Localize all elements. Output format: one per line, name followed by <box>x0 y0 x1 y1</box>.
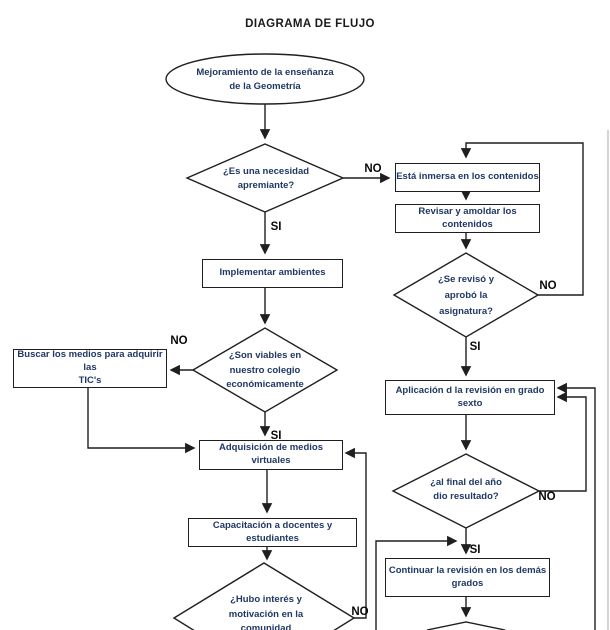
process-adquisicion: Adquisición de medios virtuales <box>199 440 343 470</box>
diagram-title: DIAGRAMA DE FLUJO <box>245 18 375 30</box>
decision-hubo-interes-text: ¿Hubo interés y motivación en la comunid… <box>228 593 304 630</box>
process-revisar-text: Revisar y amoldar los contenidos <box>418 205 517 230</box>
bottom-diamond-partial <box>426 621 506 630</box>
label-se-reviso-no: NO <box>539 280 557 292</box>
process-capacitacion-text: Capacitación a docentes y estudiantes <box>212 519 333 544</box>
decision-al-final-text: ¿al final del año dio resultado? <box>430 477 502 502</box>
label-hubo-interes-no: NO <box>351 606 369 618</box>
decision-se-reviso-text: ¿Se revisó y aprobó la asignatura? <box>438 273 494 318</box>
label-necesidad-no: NO <box>364 163 382 175</box>
label-al-final-si: SI <box>469 544 481 556</box>
process-buscar-text: Buscar los medios para adquirir las TIC'… <box>17 349 163 386</box>
edge-al-final-no-loop <box>539 391 587 492</box>
process-esta-inmersa: Está inmersa en los contenidos <box>395 163 540 192</box>
process-adquisicion-text: Adquisición de medios virtuales <box>219 442 323 466</box>
process-esta-inmersa-text: Está inmersa en los contenidos <box>396 171 539 183</box>
decision-necesidad-text: ¿Es una necesidad apremiante? <box>222 166 310 191</box>
label-necesidad-si: SI <box>270 221 282 233</box>
decision-son-viables-text: ¿Son viables en nuestro colegio económic… <box>226 349 304 391</box>
label-se-reviso-si: SI <box>469 341 481 353</box>
edge-bottom-loop-to-aplicacion <box>556 382 596 630</box>
process-implementar: Implementar ambientes <box>202 259 343 288</box>
label-al-final-no: NO <box>538 491 556 503</box>
process-revisar: Revisar y amoldar los contenidos <box>395 204 540 233</box>
edge-merge-into-continuar <box>375 535 458 630</box>
process-capacitacion: Capacitación a docentes y estudiantes <box>188 518 357 547</box>
edge-buscar-to-adquisicion <box>87 386 196 454</box>
edge-hubo-no-loop-to-adquisicion <box>344 447 367 619</box>
edge-se-reviso-no-loop <box>460 142 584 296</box>
process-buscar: Buscar los medios para adquirir las TIC'… <box>13 349 167 388</box>
start-node-text: Mejoramiento de la enseñanza de la Geome… <box>196 67 334 92</box>
process-aplicacion: Aplicación d la revisión en grado sexto <box>385 380 555 415</box>
process-implementar-text: Implementar ambientes <box>219 267 326 279</box>
label-son-viables-no: NO <box>170 335 188 347</box>
label-son-viables-si: SI <box>270 430 282 442</box>
decision-son-viables-diamond <box>191 327 339 413</box>
process-continuar: Continuar la revisión en los demás grado… <box>385 558 550 597</box>
process-continuar-text: Continuar la revisión en los demás grado… <box>388 564 547 589</box>
process-aplicacion-text: Aplicación d la revisión en grado sexto <box>395 384 545 409</box>
